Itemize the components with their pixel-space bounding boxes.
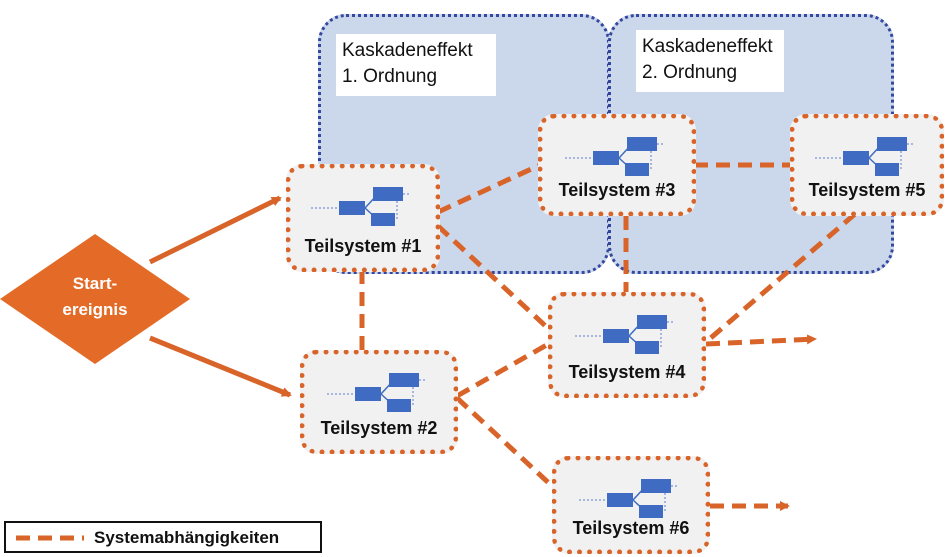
teilsystem-6-node: Teilsystem #6 (552, 456, 710, 554)
start-event: Start- ereignis (0, 232, 190, 366)
zone-1-label-line1: Kaskadeneffekt (342, 40, 473, 61)
zone-2-label: Kaskadeneffekt 2. Ordnung (636, 30, 784, 92)
dependency-2-6 (455, 396, 554, 488)
teilsystem-1-node: Teilsystem #1 (286, 164, 440, 272)
subsystem-block-icon (815, 131, 915, 181)
subsystem-block-icon (327, 367, 427, 417)
zone-1-label: Kaskadeneffekt 1. Ordnung (336, 34, 496, 96)
start-diamond-shape (0, 234, 190, 364)
teilsystem-1-label: Teilsystem #1 (304, 236, 422, 256)
outgoing-arrow-4 (705, 334, 817, 347)
start-label-line1: Start- (72, 274, 118, 293)
teilsystem-3-label: Teilsystem #3 (558, 180, 676, 200)
teilsystem-4-node: Teilsystem #4 (548, 292, 706, 398)
teilsystem-2-node: Teilsystem #2 (300, 350, 458, 454)
subsystem-block-icon (565, 131, 665, 181)
zone-2-label-line2: 2. Ordnung (642, 62, 738, 83)
start-label-line2: ereignis (62, 300, 128, 319)
legend-dash-icon (16, 535, 84, 541)
legend: Systemabhängigkeiten (4, 521, 322, 553)
subsystem-block-icon (575, 309, 675, 359)
dependency-1-3 (436, 162, 542, 215)
teilsystem-4-label: Teilsystem #4 (568, 362, 686, 382)
subsystem-block-icon (579, 473, 679, 523)
subsystem-block-icon (311, 181, 411, 231)
dependency-1-4 (436, 224, 554, 334)
teilsystem-5-node: Teilsystem #5 (790, 114, 944, 216)
start-to-teilsystem-2-arrow (149, 335, 292, 398)
teilsystem-2-label: Teilsystem #2 (320, 418, 438, 438)
teilsystem-3-node: Teilsystem #3 (538, 114, 696, 216)
dependency-2-4 (455, 339, 554, 399)
start-to-teilsystem-1-arrow (148, 195, 282, 265)
teilsystem-5-label: Teilsystem #5 (808, 180, 926, 200)
zone-1-label-line2: 1. Ordnung (342, 66, 438, 87)
legend-label: Systemabhängigkeiten (94, 528, 280, 547)
dependency-5-4 (704, 212, 857, 344)
teilsystem-6-label: Teilsystem #6 (572, 518, 690, 538)
zone-2-label-line1: Kaskadeneffekt (642, 36, 773, 57)
